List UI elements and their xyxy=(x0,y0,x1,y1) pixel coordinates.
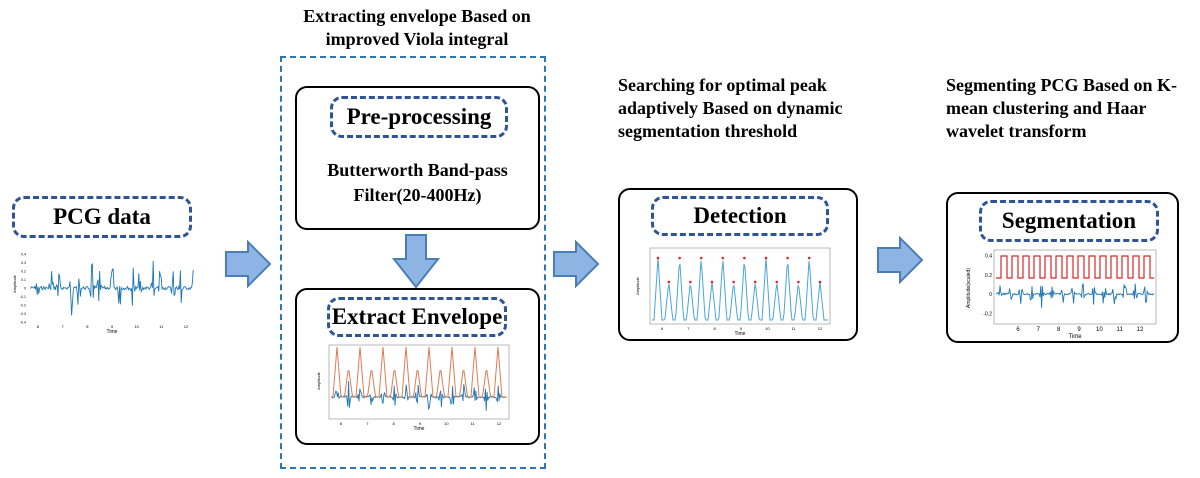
detected-peak-marker xyxy=(656,256,660,260)
detection-caption-line-1: Searching for optimal peak xyxy=(618,75,827,95)
flow-arrow-3 xyxy=(877,236,924,284)
pcg-ytick-label: 0 xyxy=(24,287,26,291)
envelope-plot: 6 7 8 9 10 11 12 Time Amplitude xyxy=(316,344,510,432)
detected-peak-marker xyxy=(764,256,768,260)
pcg-xtick-label: 12 xyxy=(184,324,189,329)
pcg-ytick-label: 0.4 xyxy=(21,253,26,257)
pcg-xtick-label: 10 xyxy=(134,324,139,329)
pcg-plot-ylabel: Amplitude xyxy=(12,274,17,293)
detection-plot-xlabel: Time xyxy=(735,331,746,337)
detected-peak-marker xyxy=(786,256,789,260)
flow-arrow-2 xyxy=(553,240,600,288)
filter-line-2: Filter(20-400Hz) xyxy=(353,185,482,205)
detection-xtick-label: 6 xyxy=(661,326,664,331)
extract-envelope-label: Extract Envelope xyxy=(327,297,507,337)
pcg-ytick-label: -0.3 xyxy=(20,312,26,316)
envelope-xtick-label: 7 xyxy=(366,421,369,426)
pcg-xtick-label: 11 xyxy=(159,324,164,329)
segmentation-caption-line-3: wavelet transform xyxy=(946,121,1087,141)
segmentation-ytick-label: 0.2 xyxy=(985,273,992,279)
segmentation-stage-caption: Segmenting PCG Based on K- mean clusteri… xyxy=(946,74,1196,143)
pcg-ytick-label: 0.2 xyxy=(21,270,26,274)
detected-peak-marker xyxy=(753,280,757,284)
segmentation-caption-line-1: Segmenting PCG Based on K- xyxy=(946,75,1178,95)
segmentation-xtick-label: 10 xyxy=(1096,327,1103,333)
detection-plot-ylabel: Amplitude xyxy=(635,276,640,295)
pcg-xtick-label: 8 xyxy=(86,324,89,329)
detected-peak-marker xyxy=(818,280,822,284)
pcg-data-label: PCG data xyxy=(12,196,192,238)
segmentation-ytick-label: 0.4 xyxy=(985,254,992,260)
segmentation-xtick-label: 12 xyxy=(1137,327,1144,333)
detected-peak-marker xyxy=(743,256,746,260)
envelope-xtick-label: 11 xyxy=(471,421,476,426)
detection-xtick-label: 7 xyxy=(687,326,690,331)
extract-envelope-label-text: Extract Envelope xyxy=(331,304,503,329)
pcg-xtick-label: 9 xyxy=(111,324,114,329)
pcg-plot-xlabel: Time xyxy=(107,329,118,335)
envelope-caption-line-2: improved Viola integral xyxy=(325,29,509,49)
segmentation-xtick-label: 9 xyxy=(1077,327,1081,333)
detection-label-text: Detection xyxy=(693,203,787,228)
filter-description: Butterworth Band-pass Filter(20-400Hz) xyxy=(295,158,540,208)
detected-peak-marker xyxy=(689,280,692,284)
detection-xtick-label: 9 xyxy=(740,326,743,331)
flow-arrow-1 xyxy=(225,240,272,288)
detected-peak-marker xyxy=(732,280,735,284)
segmentation-xtick-label: 6 xyxy=(1016,327,1020,333)
pcg-ytick-label: -0.2 xyxy=(20,304,26,308)
segmentation-plot: 0.4 0.2 0 -0.2 6 7 8 9 10 11 12 Time Amplitude(sc… xyxy=(966,249,1157,340)
envelope-caption-line-1: Extracting envelope Based on xyxy=(303,6,531,26)
detection-xtick-label: 10 xyxy=(765,326,770,331)
segmentation-caption-line-2: mean clustering and Haar xyxy=(946,98,1147,118)
flow-arrow-down xyxy=(392,234,440,289)
envelope-xtick-label: 6 xyxy=(340,421,343,426)
detection-caption-line-2: adaptively Based on dynamic xyxy=(618,98,843,118)
detection-xtick-label: 8 xyxy=(714,326,717,331)
filter-line-1: Butterworth Band-pass xyxy=(327,160,508,180)
detection-xtick-label: 11 xyxy=(792,326,797,331)
detected-peak-marker xyxy=(710,280,714,284)
envelope-xtick-label: 8 xyxy=(393,421,396,426)
preprocessing-label: Pre-processing xyxy=(330,96,508,138)
detected-peak-marker xyxy=(721,256,725,260)
envelope-stage-caption: Extracting envelope Based on improved Vi… xyxy=(262,5,572,51)
envelope-xtick-label: 10 xyxy=(444,421,449,426)
envelope-xtick-label: 12 xyxy=(497,421,502,426)
segmentation-ytick-label: 0 xyxy=(989,292,992,298)
detected-peak-marker xyxy=(775,280,779,284)
pcg-signal-plot: 0.4 0.3 0.2 0.1 0 -0.1 -0.2 -0.3 -0.4 6 7 8 9 10 11 12… xyxy=(12,253,194,335)
segmentation-ytick-label: -0.2 xyxy=(983,312,992,318)
envelope-plot-ylabel: Amplitude xyxy=(316,371,321,390)
detection-label: Detection xyxy=(651,196,829,236)
detected-peak-marker xyxy=(699,256,703,260)
detected-peak-marker xyxy=(667,280,671,284)
detected-peak-marker xyxy=(797,280,800,284)
segmentation-xtick-label: 7 xyxy=(1037,327,1041,333)
detected-peak-marker xyxy=(678,256,681,260)
detection-caption-line-3: segmentation threshold xyxy=(618,121,798,141)
detected-peak-marker xyxy=(807,256,811,260)
segmentation-label: Segmentation xyxy=(979,200,1159,242)
segmentation-plot-ylabel: Amplitude(scaled) xyxy=(966,268,972,308)
pcg-ytick-label: -0.1 xyxy=(20,295,26,299)
envelope-plot-xlabel: Time xyxy=(414,426,425,432)
detection-xtick-label: 12 xyxy=(818,326,823,331)
segmentation-label-text: Segmentation xyxy=(1001,208,1137,233)
pcg-ytick-label: -0.4 xyxy=(20,321,26,325)
pcg-ytick-label: 0.3 xyxy=(21,261,26,265)
segmentation-xtick-label: 8 xyxy=(1057,327,1061,333)
pcg-data-label-text: PCG data xyxy=(53,204,151,229)
envelope-xtick-label: 9 xyxy=(419,421,422,426)
envelope-stage-frame xyxy=(280,56,546,469)
preprocessing-label-text: Pre-processing xyxy=(346,104,492,129)
detection-stage-caption: Searching for optimal peak adaptively Ba… xyxy=(618,74,908,143)
detection-plot: 6 7 8 9 10 11 12 Time Amplitude xyxy=(635,247,831,337)
pcg-xtick-label: 7 xyxy=(62,324,65,329)
pcg-ytick-label: 0.1 xyxy=(21,278,26,282)
pcg-xtick-label: 6 xyxy=(37,324,40,329)
segmentation-plot-xlabel: Time xyxy=(1068,334,1082,340)
segmentation-xtick-label: 11 xyxy=(1117,327,1124,333)
